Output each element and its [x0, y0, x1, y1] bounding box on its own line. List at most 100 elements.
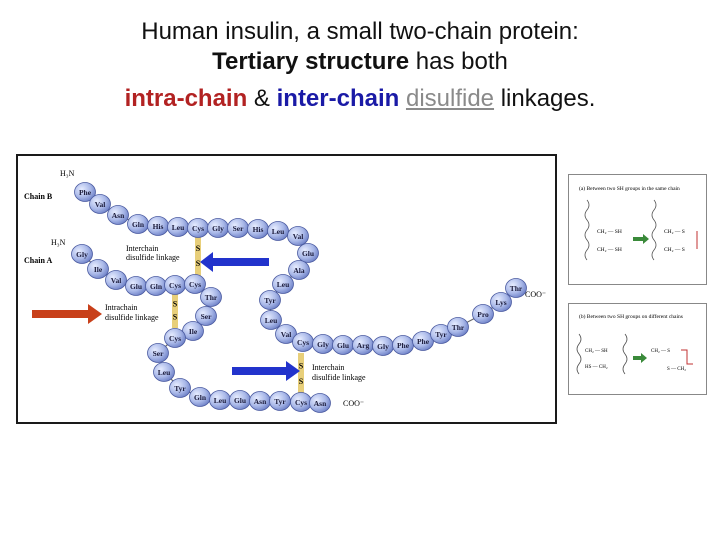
interchain-bond-bottom: SS: [298, 353, 304, 394]
chain-a-residue-21: Asn: [309, 393, 331, 413]
chain-b-residue-2: Val: [89, 194, 111, 214]
residue-label: Thr: [205, 293, 218, 302]
residue-label: Glu: [234, 396, 246, 405]
title-disulfide: disulfide: [405, 85, 495, 112]
residue-label: Gly: [377, 342, 389, 351]
residue-label: Tyr: [264, 296, 276, 305]
residue-bead: [490, 292, 512, 312]
residue-bead: [107, 205, 129, 225]
residue-label: Gln: [150, 282, 163, 291]
inset-b-left-top: CH₂ — SH: [585, 349, 608, 354]
chain-a-label: Chain A: [24, 256, 52, 265]
residue-label: Gly: [76, 250, 88, 259]
residue-label: Gly: [212, 224, 224, 233]
residue-label: Cys: [169, 334, 181, 343]
chain-a-residue-9: Ser: [195, 306, 217, 326]
arrows: [32, 252, 300, 381]
chain-b-residue-20: Gly: [312, 334, 334, 354]
residue-label: Gly: [317, 340, 329, 349]
n-terminus-a: H₃N: [51, 238, 66, 247]
chain-a-residue-15: Gln: [189, 387, 211, 407]
sulfur-label: S: [196, 244, 201, 253]
residue-label: Tyr: [274, 397, 286, 406]
chain-a-residue-11: Cys: [164, 328, 186, 348]
chain-b-residue-26: Tyr: [430, 324, 452, 344]
residue-label: Tyr: [435, 330, 447, 339]
residue-label: Val: [293, 232, 304, 241]
residue-label: Phe: [417, 337, 430, 346]
title-ampersand: &: [247, 85, 277, 112]
residue-label: Thr: [510, 284, 523, 293]
sulfur-label: S: [196, 259, 201, 268]
residue-label: Leu: [277, 280, 290, 289]
residue-bead: [272, 274, 294, 294]
chain-a-residue-19: Tyr: [269, 391, 291, 411]
residue-bead: [200, 287, 222, 307]
residue-label: Lys: [495, 298, 506, 307]
residue-bead: [164, 328, 186, 348]
inset-b-caption: (b) Between two SH groups on different c…: [579, 313, 683, 320]
residue-label: Cys: [297, 338, 309, 347]
chain-b-residue-12: Val: [287, 226, 309, 246]
residue-bead: [169, 378, 191, 398]
chain-a-residue-18: Asn: [249, 391, 271, 411]
residue-bead: [260, 310, 282, 330]
chain-a-residue-4: Glu: [125, 276, 147, 296]
residue-bead: [87, 259, 109, 279]
blue-arrow-top-icon: [200, 252, 269, 272]
chain-a-residue-16: Leu: [209, 390, 231, 410]
residue-label: Thr: [452, 323, 465, 332]
residue-label: Cys: [192, 224, 204, 233]
chain-b-residue-4: Gln: [127, 214, 149, 234]
chain-b-residue-19: Cys: [292, 332, 314, 352]
residue-label: Cys: [295, 398, 307, 407]
residue-label: Tyr: [174, 384, 186, 393]
chain-b-residue-9: Ser: [227, 218, 249, 238]
residue-label: Gln: [194, 393, 207, 402]
chain-a-residue-8: Thr: [200, 287, 222, 307]
residue-bead: [184, 274, 206, 294]
residue-label: Leu: [214, 396, 227, 405]
residue-label: Asn: [254, 397, 267, 406]
residue-bead: [71, 244, 93, 264]
residue-bead: [259, 290, 281, 310]
residue-label: Ser: [233, 224, 245, 233]
chain-a-residue-17: Glu: [229, 390, 251, 410]
residue-label: Glu: [337, 341, 349, 350]
residue-label: Leu: [265, 316, 278, 325]
residue-label: Glu: [302, 249, 314, 258]
inset-different-chains: (b) Between two SH groups on different c…: [568, 303, 707, 395]
chain-b-residue-24: Phe: [392, 335, 414, 355]
inset-a-right-bottom: CH₂ — S: [664, 247, 685, 253]
inset-a-right-top: CH₂ — S: [664, 229, 685, 235]
inset-a-left-bottom: CH₂ — SH: [597, 247, 622, 253]
residue-bead: [267, 221, 289, 241]
residue-label: Leu: [158, 368, 171, 377]
residue-bead: [74, 182, 96, 202]
residue-label: Asn: [112, 211, 125, 220]
inset-b-left-bottom: HS — CH₂: [585, 365, 608, 370]
chain-b-residue-30: Thr: [505, 278, 527, 298]
title-inter-chain: inter-chain: [276, 85, 400, 112]
red-arrow-intrachain-icon: [32, 304, 102, 324]
residue-label: Val: [111, 276, 122, 285]
title-line-1: Human insulin, a small two-chain protein…: [0, 17, 720, 47]
chain-b-residue-11: Leu: [267, 221, 289, 241]
intrachain-label: Intrachain: [105, 303, 137, 312]
chain-b-residue-10: His: [247, 219, 269, 239]
residue-bead: [287, 226, 309, 246]
residue-label: Ile: [189, 327, 198, 336]
blue-arrow-bottom-icon: [232, 361, 300, 381]
residue-label: Phe: [79, 188, 92, 197]
chain-b-residue-13: Glu: [297, 243, 319, 263]
residue-label: Leu: [272, 227, 285, 236]
residue-label: Phe: [397, 341, 410, 350]
chain-b-residue-22: Arg: [352, 335, 374, 355]
chain-a-residue-14: Tyr: [169, 378, 191, 398]
chain-b-residue-6: Leu: [167, 217, 189, 237]
chain-a-residue-3: Val: [105, 270, 127, 290]
chain-b-residue-29: Lys: [490, 292, 512, 312]
residue-label: Cys: [189, 280, 201, 289]
